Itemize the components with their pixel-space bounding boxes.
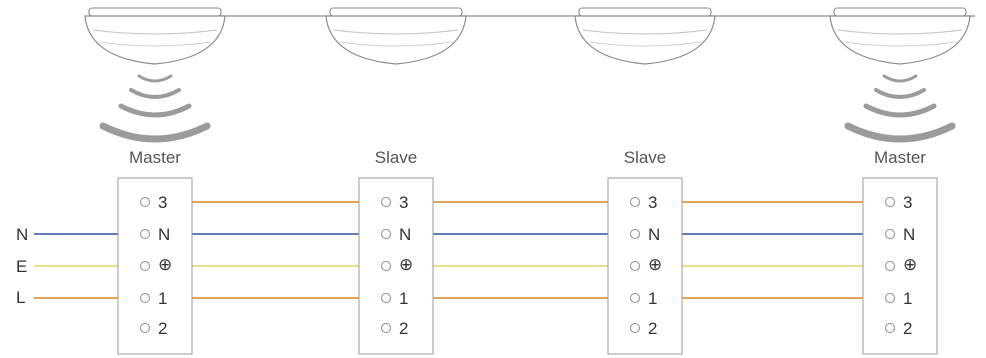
terminal-screw-icon xyxy=(885,293,895,303)
terminal-label: ⊕ xyxy=(903,255,917,274)
unit-2: Slave 3N ⊕ 1 2 xyxy=(358,148,434,355)
lamp-dome xyxy=(574,15,716,65)
lamp-contour xyxy=(92,29,218,35)
lamp-2 xyxy=(325,7,467,65)
terminal-label: 2 xyxy=(158,319,167,338)
terminal-box xyxy=(358,177,434,355)
lamp-contour xyxy=(333,29,459,35)
sensor-arc xyxy=(129,88,181,99)
lamp-4 xyxy=(829,7,971,143)
lamp-cap xyxy=(329,7,463,17)
unit-4: Master 3N ⊕ 1 2 xyxy=(862,148,938,355)
terminal-screw-icon xyxy=(630,229,640,239)
lamp-contour xyxy=(837,29,963,35)
terminal-label: ⊕ xyxy=(158,255,172,274)
unit-caption: Slave xyxy=(624,148,667,167)
unit-caption: Master xyxy=(874,148,926,167)
terminal-box xyxy=(607,177,683,355)
wires-group xyxy=(34,201,885,299)
input-label-e: E xyxy=(16,257,27,276)
lamp-dome xyxy=(325,15,467,65)
sensor-arc xyxy=(882,74,918,83)
terminal-label: 2 xyxy=(648,319,657,338)
terminal-screw-icon xyxy=(381,229,391,239)
sensor-arc xyxy=(874,88,926,99)
lamp-contour xyxy=(98,41,212,47)
sensor-wave-icon xyxy=(99,74,211,143)
terminal-screw-icon xyxy=(885,261,895,271)
unit-caption: Slave xyxy=(375,148,418,167)
terminal-screw-icon xyxy=(140,197,150,207)
terminal-screw-icon xyxy=(140,293,150,303)
sensor-wave-icon xyxy=(844,74,956,143)
lamp-contour xyxy=(582,29,708,35)
lamp-contour xyxy=(843,41,957,47)
terminal-screw-icon xyxy=(381,261,391,271)
terminal-screw-icon xyxy=(140,261,150,271)
sensor-arc xyxy=(99,122,211,143)
terminal-box xyxy=(117,177,193,355)
terminal-screw-icon xyxy=(381,197,391,207)
terminal-screw-icon xyxy=(140,229,150,239)
terminal-screw-icon xyxy=(630,261,640,271)
lamp-3 xyxy=(574,7,716,65)
terminal-screw-icon xyxy=(381,323,391,333)
sensor-arc xyxy=(844,122,956,143)
input-label-n: N xyxy=(16,225,28,244)
lamp-cap xyxy=(578,7,712,17)
input-label-l: L xyxy=(16,288,25,307)
terminal-label: 1 xyxy=(158,289,167,308)
sensor-arc xyxy=(137,74,173,83)
terminal-screw-icon xyxy=(630,197,640,207)
terminal-label: 3 xyxy=(903,193,912,212)
terminal-label: N xyxy=(903,225,915,244)
terminal-label: ⊕ xyxy=(648,255,662,274)
units-group: Master 3N ⊕ 1 2 Slave 3N ⊕ 1 2 Slave 3N ⊕ 1 2 Master 3N ⊕… xyxy=(117,148,938,355)
lamp-contour xyxy=(588,41,702,47)
unit-1: Master 3N ⊕ 1 2 xyxy=(117,148,193,355)
terminal-label: 3 xyxy=(158,193,167,212)
terminal-label: N xyxy=(158,225,170,244)
terminal-screw-icon xyxy=(885,229,895,239)
terminal-screw-icon xyxy=(630,293,640,303)
terminal-box xyxy=(862,177,938,355)
terminal-label: 1 xyxy=(648,289,657,308)
unit-caption: Master xyxy=(129,148,181,167)
unit-3: Slave 3N ⊕ 1 2 xyxy=(607,148,683,355)
terminal-label: 3 xyxy=(648,193,657,212)
terminal-label: N xyxy=(648,225,660,244)
lamp-dome xyxy=(829,15,971,65)
sensor-arc xyxy=(118,103,192,118)
terminal-screw-icon xyxy=(885,323,895,333)
lamp-cap xyxy=(88,7,222,17)
terminal-screw-icon xyxy=(885,197,895,207)
terminal-label: 1 xyxy=(903,289,912,308)
terminal-label: 3 xyxy=(399,193,408,212)
lamp-dome xyxy=(84,15,226,65)
lamps-group xyxy=(84,7,971,143)
lamp-1 xyxy=(84,7,226,143)
terminal-label: ⊕ xyxy=(399,255,413,274)
terminal-label: 2 xyxy=(399,319,408,338)
sensor-arc xyxy=(863,103,937,118)
terminal-label: 2 xyxy=(903,319,912,338)
lamp-cap xyxy=(833,7,967,17)
lamp-contour xyxy=(339,41,453,47)
terminal-screw-icon xyxy=(140,323,150,333)
terminal-label: N xyxy=(399,225,411,244)
terminal-screw-icon xyxy=(630,323,640,333)
terminal-screw-icon xyxy=(381,293,391,303)
terminal-label: 1 xyxy=(399,289,408,308)
